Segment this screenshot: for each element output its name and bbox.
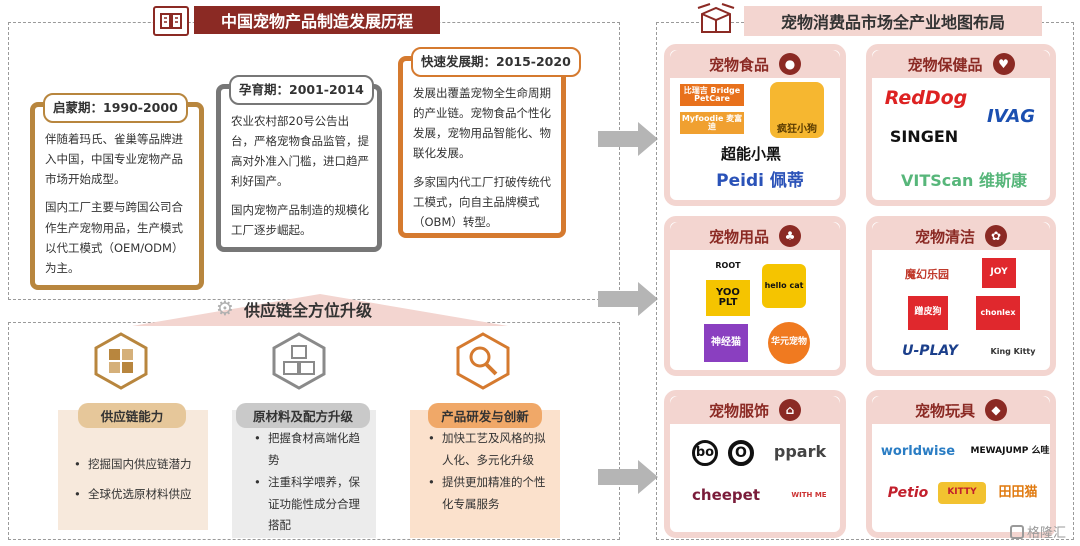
brand-logo: Myfoodie 麦富迪 — [680, 112, 744, 134]
brand-logo: worldwise — [880, 444, 956, 460]
list-item: 全球优选原材料供应 — [74, 484, 200, 506]
tree-deer-icon: ♣ — [779, 225, 801, 247]
brand-logo: IVAG — [986, 105, 1036, 127]
brand-logo: 蹭皮狗 — [908, 296, 948, 330]
phase-title: 启蒙期：1990-2000 — [43, 93, 188, 123]
category-title: 宠物用品 — [708, 227, 769, 246]
column-list: 加快工艺及风格的拟人化、多元化升级 提供更加精准的个性化专属服务 — [414, 422, 560, 521]
phase-title: 快速发展期：2015-2020 — [411, 47, 581, 77]
watermark: 格隆汇 — [1010, 522, 1066, 541]
list-item: 挖掘国内供应链潜力 — [74, 454, 200, 476]
category-title: 宠物服饰 — [708, 401, 769, 420]
book-icon — [153, 6, 189, 36]
arrow-right-icon — [598, 282, 658, 316]
brand-logo: YOO PLT — [706, 280, 750, 316]
category-title: 宠物玩具 — [914, 401, 975, 420]
category-card-food: 宠物食品 ● 比瑞吉 Bridge PetCare Myfoodie 麦富迪 疯狂… — [664, 44, 846, 206]
history-title: 中国宠物产品制造发展历程 — [194, 6, 440, 34]
category-card-supplies: 宠物用品 ♣ ROOT YOO PLT hello cat 神经猫 华元宠物 — [664, 216, 846, 376]
duck-icon: ◆ — [985, 399, 1007, 421]
pizza-icon: ● — [779, 53, 801, 75]
brand-logo: JOY — [982, 258, 1016, 288]
industry-map-title: 宠物消费品市场全产业地图布局 — [744, 6, 1042, 36]
phase-text: 伴随着玛氏、雀巢等品牌进入中国，中国专业宠物产品市场开始成型。 — [45, 132, 183, 187]
category-card-apparel: 宠物服饰 ⌂ bo O ppark cheepet WITH ME — [664, 390, 846, 538]
phase-text: 农业农村部20号公告出台，严格宠物食品监管，提高对外准入门槛，进口趋严利好国产。 — [231, 114, 369, 189]
phase-text: 发展出覆盖宠物全生命周期的产业链。宠物食品个性化发展，宠物用品智能化、物联化发展… — [413, 86, 551, 161]
column-list: 把握食材高端化趋势 注重科学喂养，保证功能性成分合理搭配 — [240, 422, 374, 543]
column-title: 原材料及配方升级 — [236, 403, 370, 428]
brand-logo: chonlex — [976, 296, 1020, 330]
box-icon — [696, 2, 736, 36]
list-item: 注重科学喂养，保证功能性成分合理搭配 — [254, 472, 366, 538]
category-title: 宠物清洁 — [914, 227, 975, 246]
house-icon: ⌂ — [779, 399, 801, 421]
brand-logo: 超能小黑 — [720, 145, 781, 164]
gear-icon: ⚙ — [216, 296, 234, 320]
brand-logo: bo — [692, 440, 718, 466]
heart-icon: ♥ — [992, 53, 1015, 75]
brand-logo: U-PLAY — [902, 342, 958, 359]
phase-card-rapid: 快速发展期：2015-2020 发展出覆盖宠物全生命周期的产业链。宠物食品个性化… — [398, 47, 581, 238]
watermark-logo-icon — [1010, 524, 1024, 539]
brand-logo: Peidi 佩蒂 — [716, 171, 804, 192]
brand-logo: RedDog — [884, 87, 968, 110]
arrow-right-icon — [598, 460, 658, 494]
brand-logo: O — [728, 440, 754, 466]
brand-logo: Petio — [887, 484, 929, 501]
brand-logo: SINGEN — [889, 126, 959, 146]
brand-logo: ROOT — [715, 260, 741, 270]
paw-icon: ✿ — [985, 225, 1007, 247]
list-item: 提供更加精准的个性化专属服务 — [428, 472, 552, 516]
column-list: 挖掘国内供应链潜力 全球优选原材料供应 — [60, 448, 208, 512]
phase-text: 国内工厂主要与跨国公司合作生产宠物用品，生产模式以代工模式（OEM/ODM）为主… — [45, 200, 184, 275]
watermark-text: 格隆汇 — [1027, 526, 1067, 541]
list-item: 加快工艺及风格的拟人化、多元化升级 — [428, 428, 552, 472]
brand-logo: 比瑞吉 Bridge PetCare — [680, 84, 744, 106]
puzzle-icon — [92, 332, 150, 390]
brand-logo: KITTY — [938, 482, 986, 504]
brand-logo: WITH ME — [791, 491, 827, 500]
phase-card-incubation: 孕育期：2001-2014 农业农村部20号公告出台，严格宠物食品监管，提高对外… — [216, 75, 382, 252]
brand-logo: MEWAJUMP 么哇 — [970, 446, 1050, 457]
cubes-icon — [270, 332, 328, 390]
brand-logo: hello cat — [762, 264, 806, 308]
phase-text: 多家国内代工厂打破传统代工模式，向自主品牌模式（OBM）转型。 — [413, 174, 551, 229]
category-title: 宠物食品 — [708, 55, 769, 74]
category-card-health: 宠物保健品 ♥ RedDog IVAG SINGEN VITScan 维斯康 — [866, 44, 1056, 206]
brand-logo: King Kitty — [990, 346, 1036, 356]
column-title: 产品研发与创新 — [428, 403, 542, 428]
phase-text: 国内宠物产品制造的规模化工厂逐步崛起。 — [231, 202, 369, 237]
brand-logo: cheepet — [692, 486, 760, 505]
brand-logo: 神经猫 — [704, 324, 748, 362]
column-title: 供应链能力 — [78, 403, 186, 428]
category-title: 宠物保健品 — [907, 55, 983, 74]
category-card-cleaning: 宠物清洁 ✿ 魔幻乐园 JOY 蹭皮狗 chonlex U-PLAY King K… — [866, 216, 1056, 376]
roof-shape — [132, 294, 508, 326]
arrow-right-icon — [598, 122, 658, 156]
phase-title: 孕育期：2001-2014 — [229, 75, 374, 105]
brand-logo: 魔幻乐园 — [905, 268, 949, 282]
brand-logo: VITScan 维斯康 — [900, 170, 1028, 190]
brand-logo: 疯狂小狗 — [770, 82, 824, 138]
phase-card-enlightenment: 启蒙期：1990-2000 伴随着玛氏、雀巢等品牌进入中国，中国专业宠物产品市场… — [30, 93, 204, 290]
brand-logo: 华元宠物 — [768, 322, 810, 364]
brand-logo: ppark — [773, 441, 827, 461]
supply-chain-title: 供应链全方位升级 — [244, 301, 373, 320]
magnifier-icon — [454, 332, 512, 390]
list-item: 把握食材高端化趋势 — [254, 428, 366, 472]
category-card-toys: 宠物玩具◆ worldwise MEWAJUMP 么哇 Petio KITTY … — [866, 390, 1056, 538]
brand-logo: 田田猫 — [998, 485, 1038, 501]
